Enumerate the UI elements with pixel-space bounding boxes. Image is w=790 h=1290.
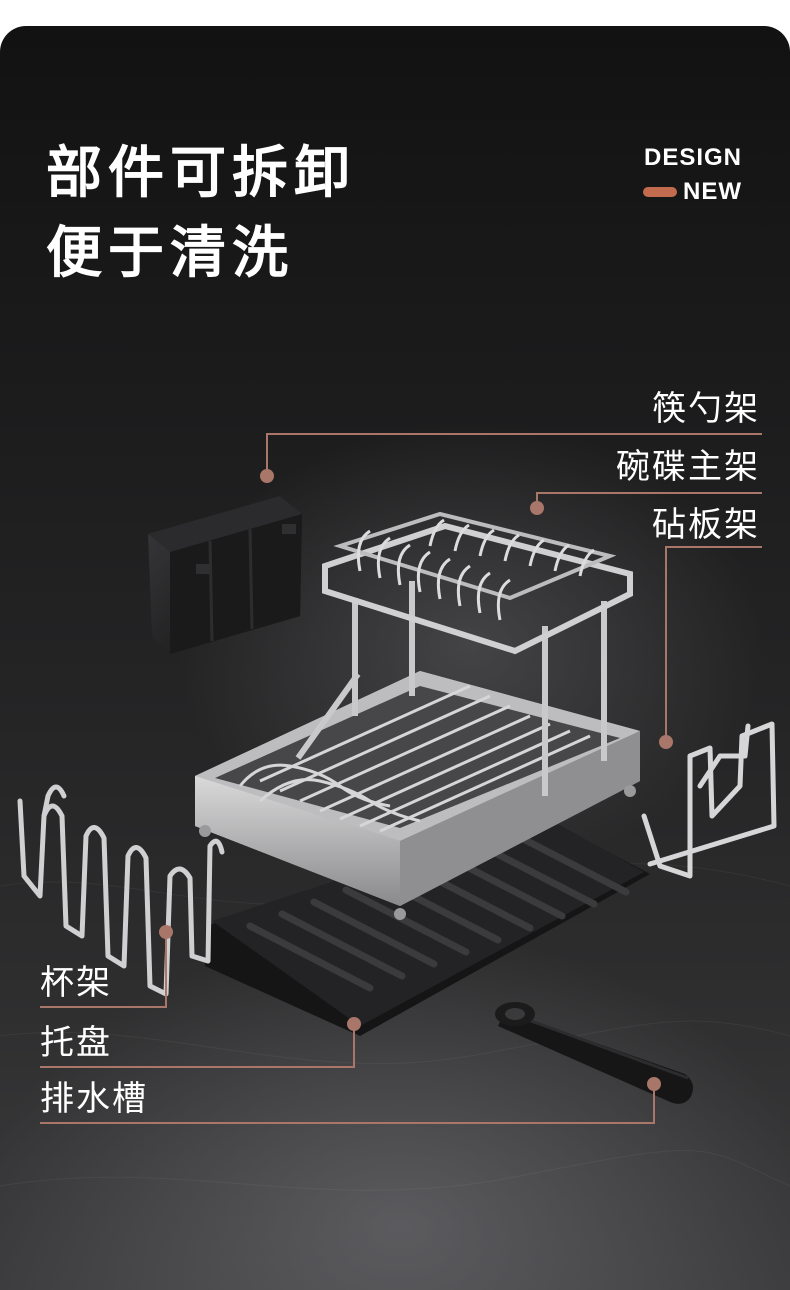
- leader-dot-tray: [347, 1017, 361, 1031]
- rack-posts-graphic: [295, 581, 607, 796]
- new-badge-text: NEW: [683, 178, 742, 205]
- leader-dot-drain-spout: [647, 1077, 661, 1091]
- dish-rack-illustration: [17, 496, 777, 1104]
- leader-dot-cup-holder: [159, 925, 173, 939]
- leader-dot-main-rack: [530, 501, 544, 515]
- leader-dot-utensil-holder: [260, 469, 274, 483]
- drain-spout-graphic: [495, 1002, 694, 1104]
- leader-lines: [40, 433, 762, 1124]
- label-drain-spout: 排水槽: [40, 1079, 148, 1119]
- leader-dot-cutting-board-holder: [659, 735, 673, 749]
- main-rack-basin-graphic: [195, 671, 640, 920]
- cutting-board-holder-graphic: [641, 721, 777, 879]
- design-badge-text: DESIGN: [643, 144, 742, 171]
- new-badge: NEW: [643, 180, 742, 204]
- product-poster: 部件可拆卸 便于清洗 DESIGN NEW: [0, 26, 790, 1290]
- cup-holder-graphic: [17, 784, 225, 997]
- label-tray: 托盘: [40, 1023, 112, 1063]
- label-utensil-holder: 筷勺架: [652, 389, 760, 429]
- headline-line-1: 部件可拆卸: [46, 141, 356, 206]
- label-main-rack: 碗碟主架: [616, 447, 760, 487]
- utensil-holder-graphic: [148, 496, 302, 654]
- accent-pill-icon: [643, 187, 677, 197]
- label-cutting-board-holder: 砧板架: [652, 505, 760, 545]
- headline-line-2: 便于清洗: [46, 221, 294, 286]
- upper-dish-rack-graphic: [322, 511, 633, 655]
- label-cup-holder: 杯架: [40, 963, 112, 1003]
